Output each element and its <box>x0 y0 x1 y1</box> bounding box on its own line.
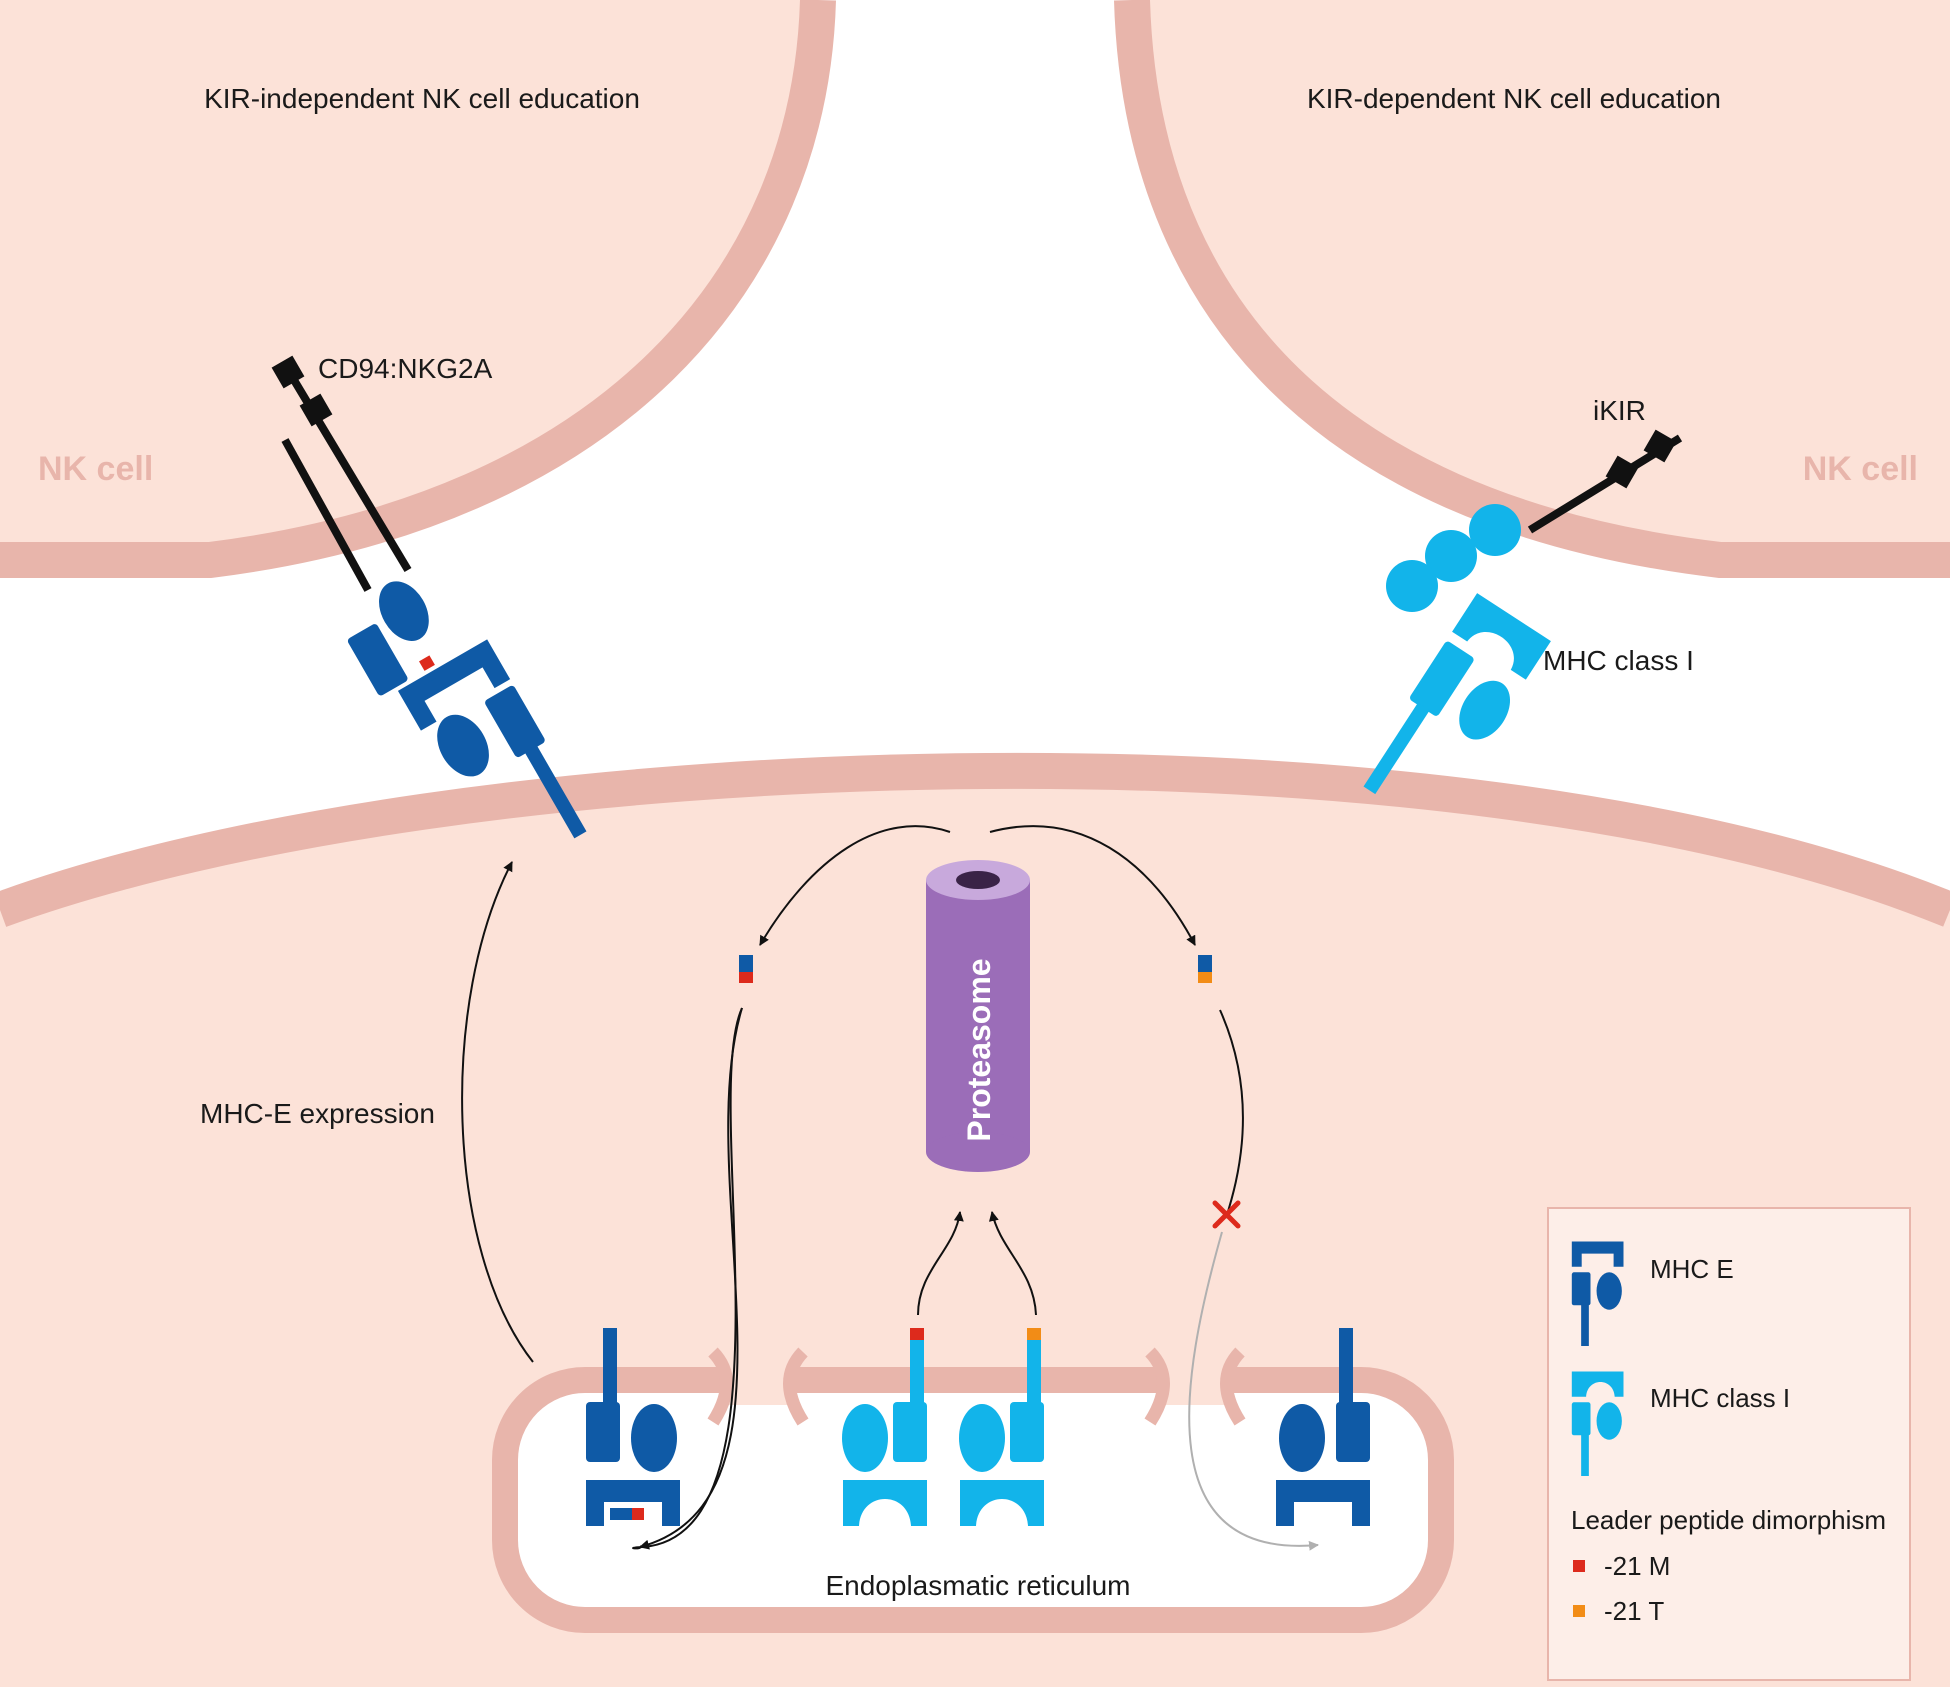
ikir-label: iKIR <box>1593 395 1646 426</box>
legend-mhc-class-i-label: MHC class I <box>1650 1383 1790 1413</box>
er-peptide-t21 <box>1027 1328 1041 1340</box>
legend-mhc-e-label: MHC E <box>1650 1254 1734 1284</box>
peptide-t21-cytosol <box>1198 955 1212 983</box>
legend-dimorphism-title: Leader peptide dimorphism <box>1571 1505 1886 1535</box>
right-nk-cell <box>1114 0 1950 578</box>
legend-t21-label: -21 T <box>1604 1596 1664 1626</box>
ikir-receptor <box>1386 429 1683 612</box>
er-peptide-m21 <box>910 1328 924 1340</box>
peptide-m21-cytosol <box>739 955 753 983</box>
legend-t21-swatch <box>1573 1605 1585 1617</box>
er-label: Endoplasmatic reticulum <box>825 1570 1130 1601</box>
er-mhc-e-loaded <box>586 1328 680 1526</box>
left-nk-cell <box>0 0 836 578</box>
nk-cell-label-right: NK cell <box>1803 450 1918 488</box>
surface-mhc-e <box>347 581 587 839</box>
red-x-icon <box>1212 1200 1241 1229</box>
surface-mhc-class-i <box>1363 593 1551 795</box>
cd94-nkg2a-receptor <box>271 355 412 592</box>
legend-mhc-class-i-icon <box>1571 1371 1624 1476</box>
proteasome <box>926 860 1030 1172</box>
legend-mhc-e-icon <box>1571 1241 1624 1346</box>
blocked-arrow <box>1188 1231 1319 1551</box>
mhc-e-expression-label: MHC-E expression <box>200 1098 435 1129</box>
cd94-nkg2a-label: CD94:NKG2A <box>318 353 493 384</box>
proteasome-label: Proteasome <box>961 958 997 1141</box>
left-cell-title: KIR-independent NK cell education <box>204 83 640 114</box>
target-cell <box>0 752 1950 1687</box>
right-cell-title: KIR-dependent NK cell education <box>1307 83 1721 114</box>
nk-cell-label-left: NK cell <box>38 450 153 488</box>
legend: MHC E MHC class I Leader peptide dimorph… <box>1547 1207 1911 1681</box>
legend-m21-label: -21 M <box>1604 1551 1670 1581</box>
legend-m21-swatch <box>1573 1560 1585 1572</box>
mhc-class-i-surface-label: MHC class I <box>1543 645 1694 676</box>
pathway-arrows <box>461 825 1244 1550</box>
